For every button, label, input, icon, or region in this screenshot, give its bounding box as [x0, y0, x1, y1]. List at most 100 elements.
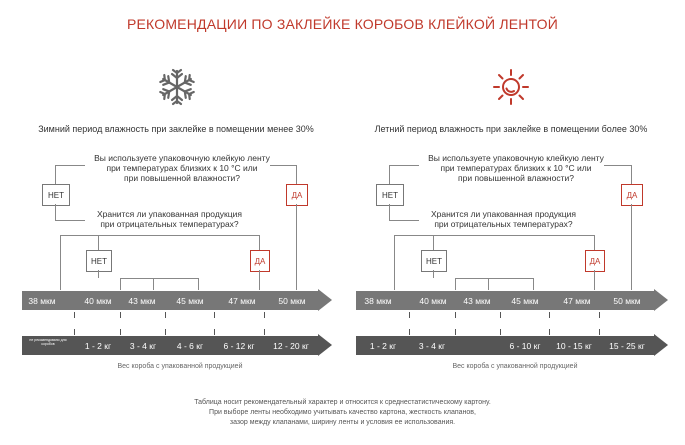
connector	[198, 278, 199, 290]
connector	[389, 165, 390, 184]
summer-width-arrow-head	[654, 289, 668, 311]
connector	[120, 278, 121, 290]
connector	[389, 165, 419, 166]
connector	[60, 235, 260, 236]
snowflake-icon	[158, 68, 196, 106]
footnote: Таблица носит рекомендательный характер …	[194, 399, 491, 426]
tick	[74, 329, 75, 335]
winter-width-47: 47 мкм	[228, 296, 256, 306]
winter-weight-5: 12 - 20 кг	[273, 341, 309, 351]
winter-weight-1: 1 - 2 кг	[84, 341, 112, 351]
summer-width-38: 38 мкм	[364, 296, 392, 306]
summer-yes-box-2: ДА	[585, 250, 605, 272]
winter-weight-3: 4 - 6 кг	[176, 341, 204, 351]
connector	[455, 278, 456, 290]
tick	[214, 312, 215, 318]
connector	[631, 165, 632, 184]
tick	[165, 329, 166, 335]
summer-question-1: Вы используете упаковочную клейкую ленту…	[428, 153, 604, 183]
connector	[120, 278, 198, 279]
summer-width-40: 40 мкм	[419, 296, 447, 306]
winter-weight-4: 6 - 12 кг	[223, 341, 255, 351]
tick	[264, 312, 265, 318]
connector	[55, 165, 85, 166]
winter-no-box-2: НЕТ	[86, 250, 112, 272]
connector	[394, 235, 395, 290]
winter-weight-arrow	[22, 336, 318, 355]
summer-width-arrow	[356, 291, 654, 310]
connector	[259, 235, 260, 250]
winter-no-box-1: НЕТ	[42, 184, 70, 206]
tick	[455, 312, 456, 318]
summer-width-43: 43 мкм	[463, 296, 491, 306]
summer-period-label: Летний период влажность при заклейке в п…	[374, 124, 648, 134]
connector	[259, 270, 260, 290]
winter-width-50: 50 мкм	[278, 296, 306, 306]
connector	[594, 235, 595, 250]
tick	[120, 312, 121, 318]
tick	[500, 312, 501, 318]
connector	[98, 235, 99, 250]
connector	[296, 165, 297, 184]
winter-width-arrow-head	[318, 289, 332, 311]
tick	[549, 329, 550, 335]
tick	[264, 329, 265, 335]
summer-yes-box-1: ДА	[621, 184, 643, 206]
tick	[599, 329, 600, 335]
winter-width-38: 38 мкм	[28, 296, 56, 306]
page-title: РЕКОМЕНДАЦИИ ПО ЗАКЛЕЙКЕ КОРОБОВ КЛЕЙКОЙ…	[126, 16, 559, 32]
winter-width-arrow	[22, 291, 318, 310]
connector	[394, 235, 595, 236]
summer-weight-arrow-head	[654, 334, 668, 356]
summer-weight-2: 3 - 4 кг	[418, 341, 446, 351]
tick	[214, 329, 215, 335]
connector	[389, 220, 419, 221]
connector	[270, 165, 296, 166]
summer-weight-1: 1 - 2 кг	[369, 341, 397, 351]
tick	[165, 312, 166, 318]
winter-period-label: Зимний период влажность при заклейке в п…	[38, 124, 314, 134]
summer-weight-4: 10 - 15 кг	[556, 341, 592, 351]
tick	[409, 312, 410, 318]
tick	[549, 312, 550, 318]
winter-yes-box-2: ДА	[250, 250, 270, 272]
connector	[55, 204, 56, 220]
connector	[433, 270, 434, 278]
summer-width-47: 47 мкм	[563, 296, 591, 306]
winter-width-40: 40 мкм	[84, 296, 112, 306]
summer-caption: Вес короба с упакованной продукцией	[452, 363, 578, 370]
summer-weight-5: 15 - 25 кг	[609, 341, 645, 351]
sun-icon	[493, 69, 529, 105]
tick	[409, 329, 410, 335]
connector	[153, 278, 154, 290]
tick	[74, 312, 75, 318]
connector	[488, 278, 489, 290]
connector	[98, 270, 99, 278]
connector	[55, 165, 56, 184]
tick	[120, 329, 121, 335]
winter-caption: Вес короба с упакованной продукцией	[117, 363, 243, 370]
tick	[500, 329, 501, 335]
winter-weight-note: не рекомендовано для коробов	[29, 338, 67, 346]
summer-no-box-1: НЕТ	[376, 184, 404, 206]
connector	[433, 235, 434, 250]
summer-width-45: 45 мкм	[511, 296, 539, 306]
connector	[594, 270, 595, 290]
tick	[599, 312, 600, 318]
winter-width-45: 45 мкм	[176, 296, 204, 306]
winter-yes-box-1: ДА	[286, 184, 308, 206]
connector	[296, 204, 297, 290]
winter-weight-2: 3 - 4 кг	[129, 341, 157, 351]
connector	[604, 165, 631, 166]
connector	[533, 278, 534, 290]
connector	[455, 278, 533, 279]
connector	[631, 204, 632, 290]
summer-weight-3: 6 - 10 кг	[509, 341, 541, 351]
connector	[55, 220, 85, 221]
winter-weight-arrow-head	[318, 334, 332, 356]
connector	[389, 204, 390, 220]
summer-no-box-2: НЕТ	[421, 250, 447, 272]
summer-width-50: 50 мкм	[613, 296, 641, 306]
